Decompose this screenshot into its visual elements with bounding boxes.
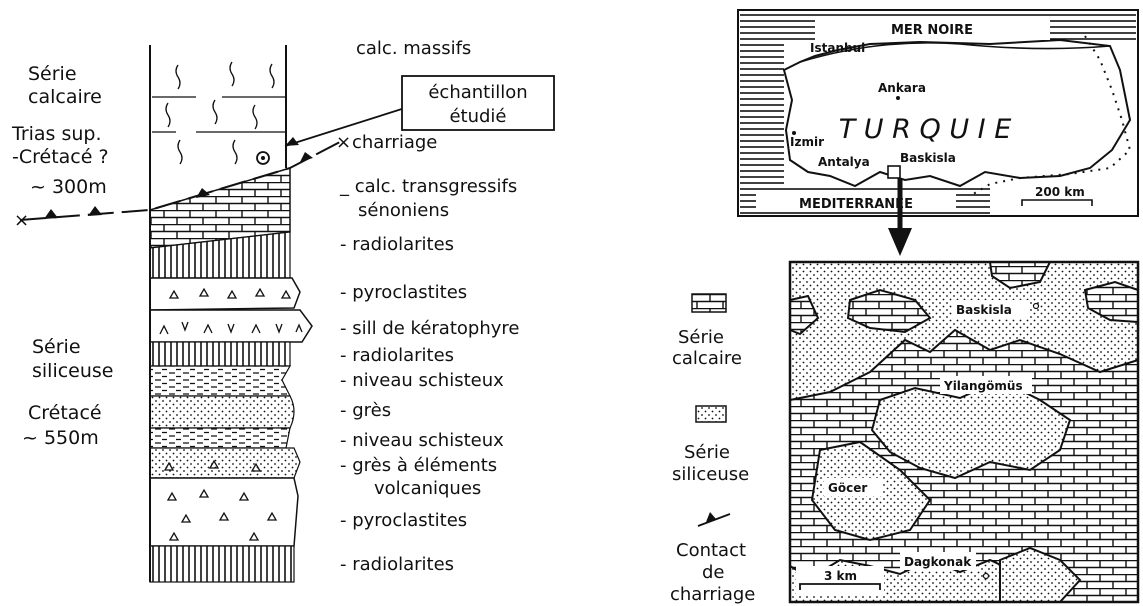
legend-contact-line3: charriage <box>670 584 755 605</box>
thrust-end-x: × <box>14 210 29 231</box>
layer-label: - pyroclastites <box>340 282 467 303</box>
study-area-box <box>888 166 900 178</box>
legend-calcaire-line1: Série <box>678 327 724 348</box>
layer-niveau-schisteux-2 <box>150 428 290 448</box>
city-antalya: Antalya <box>818 155 870 169</box>
izmir-dot <box>792 131 796 135</box>
turkey-inset-map: MER NOIRE MEDITERRANÉE T U R Q U I E Ist… <box>738 10 1138 216</box>
layer-label: - sill de kératophyre <box>340 318 519 339</box>
city-baskisla: Baskisla <box>900 151 956 165</box>
sample-box-line2: étudié <box>449 106 506 127</box>
city-izmir: Izmir <box>790 135 824 149</box>
serie-siliceuse-line2: siliceuse <box>32 360 114 382</box>
city-istanbul: Istanbul <box>810 41 865 55</box>
layer-label: _ calc. transgressifs <box>339 176 517 197</box>
layer-radiolarites-2 <box>150 342 290 366</box>
serie-calcaire-line1: Série <box>28 63 77 85</box>
series-labels: Série calcaire Trias sup. -Crétacé ? ~ 3… <box>11 63 114 449</box>
dagkonak-dot <box>984 574 989 579</box>
layer-label: - grès <box>340 400 391 421</box>
layer-label: calc. massifs <box>356 38 471 59</box>
sample-box-line1: échantillon <box>428 82 527 103</box>
legend-siliceuse-line1: Série <box>684 442 730 463</box>
legend-swatch-siliceuse <box>696 406 726 422</box>
thrust-end-x-right: × <box>336 132 351 153</box>
layer-label: - radiolarites <box>340 234 454 255</box>
layer-label: sénoniens <box>358 200 449 221</box>
map-legend: Série calcaire Série siliceuse Contact d… <box>670 294 755 605</box>
layer-label: - niveau schisteux <box>340 430 504 451</box>
mediterranean-label: MEDITERRANÉE <box>799 196 913 212</box>
layer-label: - grès à éléments <box>340 455 497 476</box>
layer-gres <box>150 396 294 428</box>
baskisla-dot <box>1034 304 1039 309</box>
serie-calcaire-line2: calcaire <box>28 86 102 108</box>
black-sea-label: MER NOIRE <box>891 23 973 38</box>
city-ankara: Ankara <box>878 81 926 95</box>
layer-label: - niveau schisteux <box>340 370 504 391</box>
age-siliceuse-line1: Crétacé <box>28 402 102 424</box>
layer-radiolarites-3 <box>150 546 294 582</box>
zoom-arrow-head <box>888 228 912 256</box>
detail-scale-label: 3 km <box>824 569 857 583</box>
legend-thrust-symbol <box>698 514 730 526</box>
layer-sill-keratophyre <box>150 310 312 342</box>
inset-scale-label: 200 km <box>1035 185 1085 199</box>
legend-contact-line2: de <box>702 562 725 583</box>
legend-swatch-calcaire <box>692 294 726 312</box>
aegean-hatch <box>740 12 784 214</box>
serie-siliceuse-line1: Série <box>32 336 81 358</box>
layer-gres-volcaniques <box>150 448 300 478</box>
layer-label: volcaniques <box>374 478 481 499</box>
age-calcaire-line1: Trias sup. <box>11 123 102 145</box>
country-label: T U R Q U I E <box>839 114 1012 145</box>
legend-contact-line1: Contact <box>676 540 746 561</box>
legend-calcaire-line2: calcaire <box>672 348 742 369</box>
legend-siliceuse-line2: siliceuse <box>672 464 749 485</box>
place-baskisla: Baskisla <box>956 303 1012 317</box>
layer-label: - pyroclastites <box>340 510 467 531</box>
sample-marker-center <box>261 156 265 160</box>
age-calcaire-line2: -Crétacé ? <box>12 146 109 168</box>
place-yilangomus: Yilangömüs <box>943 379 1023 393</box>
layer-label: - radiolarites <box>340 345 454 366</box>
place-dagkonak: Dagkonak <box>904 555 972 569</box>
place-gocer: Göcer <box>828 481 867 495</box>
age-siliceuse-line2: ~ 550m <box>22 427 99 449</box>
charriage-label: charriage <box>352 132 437 153</box>
detail-geologic-map: Baskisla Yilangömüs Göcer Dagkonak 3 km <box>790 262 1138 602</box>
layer-label: - radiolarites <box>340 554 454 575</box>
ankara-dot <box>896 96 900 100</box>
age-calcaire-line3: ~ 300m <box>30 176 107 198</box>
layer-niveau-schisteux-1 <box>150 366 290 396</box>
